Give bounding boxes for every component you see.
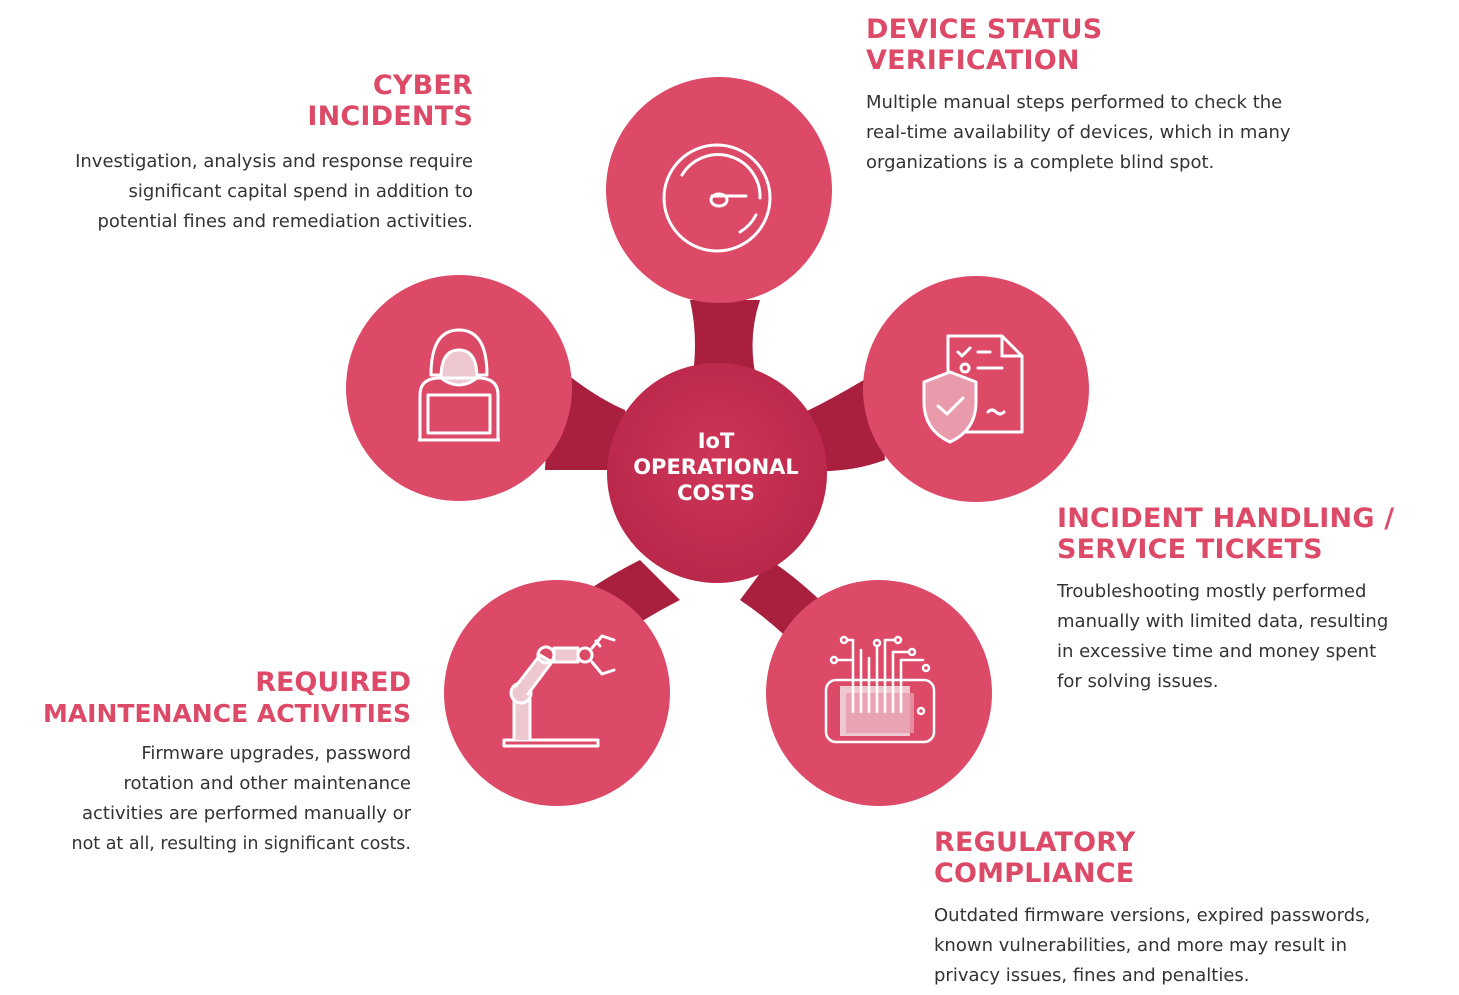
title-line-2: SERVICE TICKETS [1057,534,1323,565]
circuit-phone-icon [824,635,936,744]
desc-line: Firmware upgrades, password [141,743,411,764]
title-line-1: REQUIRED [255,667,411,698]
block-device-status: DEVICE STATUS VERIFICATION Multiple manu… [866,14,1426,178]
robotic-arm-icon [502,634,616,748]
title-line-1: DEVICE STATUS [866,14,1103,45]
desc-line: Multiple manual steps performed to check… [866,92,1283,113]
desc-line: rotation and other maintenance [123,773,412,794]
title-incident-handling: INCIDENT HANDLING / SERVICE TICKETS [1057,503,1452,565]
circle-maintenance [444,580,670,806]
center-line-3: COSTS [677,481,755,505]
desc-line: Troubleshooting mostly performed [1057,581,1367,602]
title-device-status: DEVICE STATUS VERIFICATION [866,14,1426,76]
block-incident-handling: INCIDENT HANDLING / SERVICE TICKETS Trou… [1057,503,1452,697]
hacker-laptop-icon [418,328,500,442]
desc-line: significant capital spend in addition to [128,181,473,202]
desc-line: privacy issues, fines and penalties. [934,965,1250,986]
circle-device-status [606,77,832,303]
center-label: IoT OPERATIONAL COSTS [606,428,826,506]
title-line-2: COMPLIANCE [934,858,1135,889]
desc-line: not at all, resulting in significant cos… [71,834,411,854]
desc-line: organizations is a complete blind spot. [866,152,1215,173]
desc-line: known vulnerabilities, and more may resu… [934,935,1347,956]
desc-regulatory: Outdated firmware versions, expired pass… [934,901,1454,991]
block-maintenance: REQUIRED MAINTENANCE ACTIVITIES Firmware… [0,667,411,859]
desc-line: in excessive time and money spent [1057,641,1377,662]
title-regulatory: REGULATORY COMPLIANCE [934,827,1454,889]
desc-line: activities are performed manually or [82,803,411,824]
title-line-1: CYBER [372,70,473,101]
title-maintenance: REQUIRED MAINTENANCE ACTIVITIES [0,667,411,729]
desc-line: Investigation, analysis and response req… [75,151,473,172]
desc-cyber-incidents: Investigation, analysis and response req… [10,147,473,237]
title-line-1: REGULATORY [934,827,1136,858]
desc-line: Outdated firmware versions, expired pass… [934,905,1371,926]
circle-cyber-incidents [346,275,572,501]
desc-line: real-time availability of devices, which… [866,122,1291,143]
desc-incident-handling: Troubleshooting mostly performed manuall… [1057,577,1452,697]
document-shield-icon [922,334,1024,444]
desc-line: potential fines and remediation activiti… [97,211,473,232]
title-line-2: VERIFICATION [866,45,1080,76]
gauge-icon [662,143,772,253]
center-line-1: IoT [697,429,735,453]
block-cyber-incidents: CYBER INCIDENTS Investigation, analysis … [10,70,473,237]
desc-device-status: Multiple manual steps performed to check… [866,88,1426,178]
desc-line: for solving issues. [1057,671,1219,692]
title-line-2: INCIDENTS [307,101,473,132]
block-regulatory: REGULATORY COMPLIANCE Outdated firmware … [934,827,1454,991]
title-cyber-incidents: CYBER INCIDENTS [10,70,473,132]
title-line-1: INCIDENT HANDLING / [1057,503,1395,534]
desc-line: manually with limited data, resulting [1057,611,1389,632]
desc-maintenance: Firmware upgrades, password rotation and… [0,739,411,859]
title-line-2: MAINTENANCE ACTIVITIES [42,699,411,728]
center-circle [607,363,827,583]
center-line-2: OPERATIONAL [633,455,799,479]
